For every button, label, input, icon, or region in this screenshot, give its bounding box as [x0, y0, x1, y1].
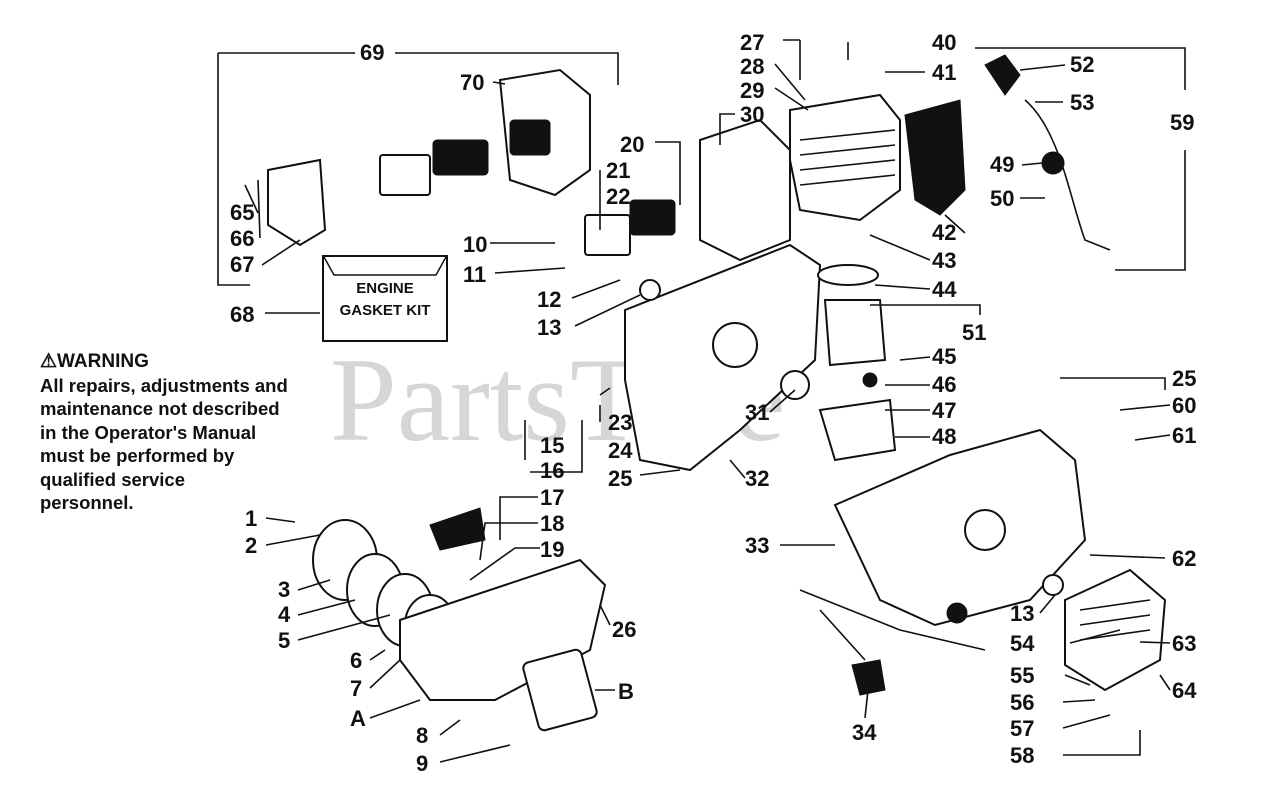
label-68: 68	[230, 302, 254, 327]
label-31: 31	[745, 400, 769, 425]
label-11: 11	[463, 262, 486, 287]
label-4: 4	[278, 602, 291, 627]
starter-assembly	[312, 507, 607, 732]
label-13: 13	[537, 315, 561, 340]
warning-line: All repairs, adjustments and	[40, 374, 288, 396]
air-filter-assembly	[267, 68, 591, 247]
label-58: 58	[1010, 743, 1034, 768]
warning-notice: ⚠WARNING All repairs, adjustments and ma…	[40, 350, 370, 515]
label-30: 30	[740, 102, 764, 127]
label-64: 64	[1172, 678, 1197, 703]
warning-line: maintenance not described	[40, 398, 280, 419]
cylinder-shroud	[904, 99, 966, 216]
label-56: 56	[1010, 690, 1034, 715]
warning-line: personnel.	[40, 492, 134, 513]
label-25-right: 25	[1172, 366, 1196, 391]
gasket-kit-line2: GASKET KIT	[339, 302, 431, 319]
piston-crankshaft	[780, 264, 897, 462]
warning-line: must be performed by	[40, 445, 235, 466]
label-13-right: 13	[1010, 601, 1034, 626]
label-28: 28	[740, 54, 764, 79]
oil-filter-line	[819, 609, 886, 696]
label-7: 7	[350, 676, 362, 701]
part-numbers: 69 70 65 66 67 68 27 28 29 30 20 21 22 1…	[230, 30, 1197, 776]
label-44: 44	[932, 277, 957, 302]
label-63: 63	[1172, 631, 1196, 656]
label-53: 53	[1070, 90, 1094, 115]
label-43: 43	[932, 248, 956, 273]
gasket-kit-line1: ENGINE	[356, 280, 414, 297]
label-15: 15	[540, 433, 564, 458]
label-23: 23	[608, 410, 632, 435]
label-3: 3	[278, 577, 290, 602]
label-55: 55	[1010, 663, 1034, 688]
label-52: 52	[1070, 52, 1094, 77]
label-9: 9	[416, 751, 428, 776]
label-1: 1	[245, 506, 257, 531]
cylinder	[789, 93, 901, 222]
label-67: 67	[230, 252, 254, 277]
ignition-lead	[984, 54, 1111, 251]
label-60: 60	[1172, 393, 1196, 418]
label-5: 5	[278, 628, 290, 653]
label-B: B	[618, 679, 634, 704]
label-8: 8	[416, 723, 428, 748]
label-A: A	[350, 706, 366, 731]
label-32: 32	[745, 466, 769, 491]
label-54: 54	[1010, 631, 1035, 656]
label-10: 10	[463, 232, 487, 257]
crankcase-left	[624, 243, 822, 472]
label-49: 49	[990, 152, 1014, 177]
label-33: 33	[745, 533, 769, 558]
label-70: 70	[460, 70, 484, 95]
label-62: 62	[1172, 546, 1196, 571]
label-16: 16	[540, 458, 564, 483]
warning-line: qualified service	[40, 468, 185, 490]
label-25-left: 25	[608, 466, 632, 491]
label-59: 59	[1170, 110, 1194, 135]
label-65: 65	[230, 200, 254, 225]
label-61: 61	[1172, 423, 1196, 448]
label-27: 27	[740, 30, 764, 55]
label-19: 19	[540, 537, 564, 562]
crankcase-right	[833, 428, 1087, 627]
label-21: 21	[606, 158, 630, 183]
label-47: 47	[932, 398, 956, 423]
label-17: 17	[540, 485, 564, 510]
label-2: 2	[245, 533, 257, 558]
label-66: 66	[230, 226, 254, 251]
label-46: 46	[932, 372, 956, 397]
label-22: 22	[606, 184, 630, 209]
label-24: 24	[608, 438, 633, 463]
warning-line: in the Operator's Manual	[40, 421, 257, 443]
label-40: 40	[932, 30, 956, 55]
label-57: 57	[1010, 716, 1034, 741]
label-12: 12	[537, 287, 561, 312]
warning-triangle-icon: ⚠	[40, 351, 58, 372]
label-29: 29	[740, 78, 764, 103]
label-69: 69	[360, 40, 384, 65]
label-50: 50	[990, 186, 1014, 211]
warning-title-row: ⚠WARNING	[40, 350, 370, 374]
label-48: 48	[932, 424, 956, 449]
label-18: 18	[540, 511, 564, 536]
envelope-flap-icon	[324, 257, 446, 276]
label-20: 20	[620, 132, 644, 157]
label-42: 42	[932, 220, 956, 245]
leader-lines	[217, 39, 1186, 763]
label-26: 26	[612, 617, 636, 642]
label-45: 45	[932, 344, 956, 369]
label-41: 41	[932, 60, 956, 85]
engine-gasket-kit-box: ENGINE GASKET KIT	[322, 255, 448, 342]
label-34: 34	[852, 720, 877, 745]
warning-title: WARNING	[57, 351, 149, 372]
filter-housing	[584, 118, 791, 262]
flywheel	[1064, 568, 1167, 692]
label-6: 6	[350, 648, 362, 673]
label-51: 51	[962, 320, 986, 345]
